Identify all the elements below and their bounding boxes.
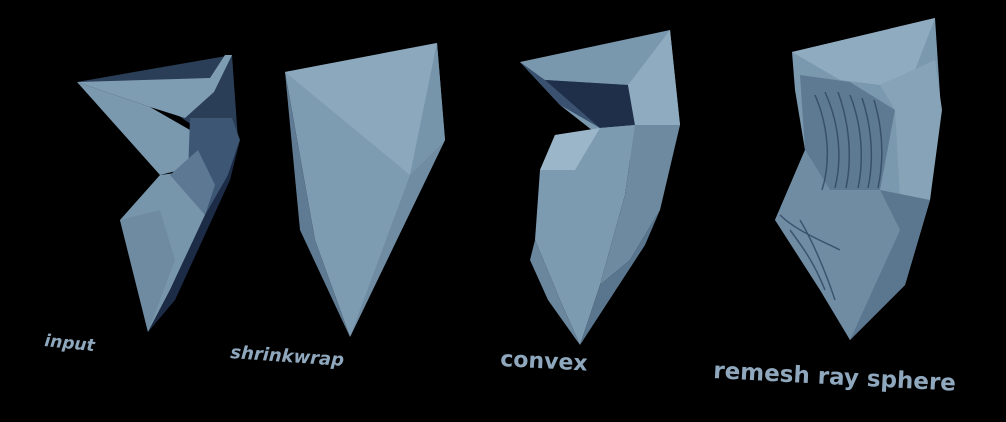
shrinkwrap-mesh bbox=[285, 43, 445, 337]
convex-mesh bbox=[520, 30, 680, 345]
remesh-artifact-lines bbox=[779, 91, 883, 301]
remesh-ray-sphere-mesh bbox=[775, 18, 942, 340]
input-mesh bbox=[77, 55, 240, 332]
caption-convex: convex bbox=[500, 347, 588, 377]
